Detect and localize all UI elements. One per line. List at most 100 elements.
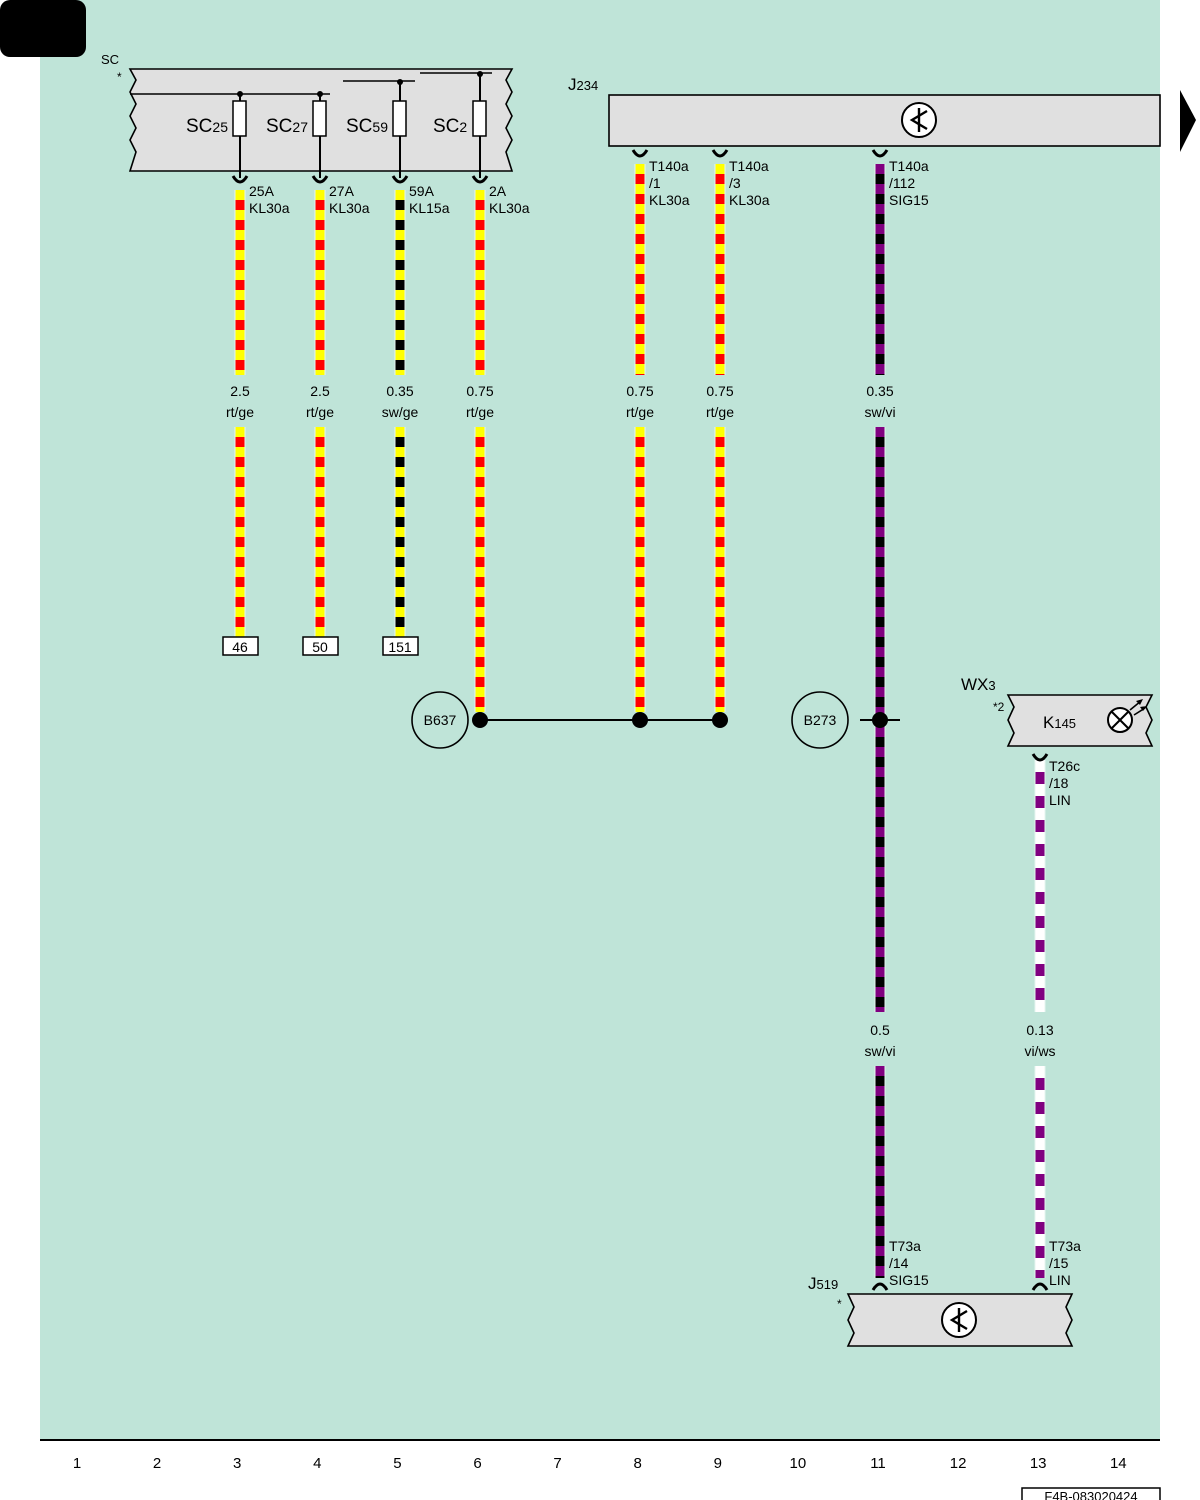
wire-size: 0.5 [870,1022,890,1038]
connector-pin-icon [871,149,889,158]
splice-b637-ring [411,691,469,749]
connector-pin-icon [391,175,409,184]
wire-color: rt/ge [226,404,254,420]
pin-label: T140a [729,158,769,174]
wire-size: 0.35 [866,383,893,399]
connector-pin-icon [631,149,649,158]
wire-size: 2.5 [310,383,330,399]
wire-color: sw/ge [382,404,419,420]
wire-size: 0.75 [706,383,733,399]
fuse-sc25-label: SC25 [186,116,228,137]
pin-terminal: KL30a [249,200,290,216]
fuse-sc25: SC25 [186,91,247,178]
wx3-note: *2 [993,700,1005,714]
column-number: 11 [870,1455,886,1472]
j519-airbag-icon [941,1302,977,1338]
column-number: 1 [73,1455,81,1472]
pin-number: /18 [1049,775,1069,791]
k145-label: K145 [1043,713,1076,732]
doc-id: F4B-083020424 [1044,1489,1137,1500]
pin-label: T140a [889,158,929,174]
column-number: 7 [553,1455,561,1472]
wire-color: rt/ge [626,404,654,420]
reference-boxes: 46 50 151 [222,636,419,656]
wire-size: 0.13 [1026,1022,1053,1038]
doc-id-box [1021,1487,1161,1500]
j519-note: * [837,1297,842,1311]
splice-node [632,712,648,728]
pin-label: T73a [889,1238,921,1254]
j234-pin-labels: T140a /1 KL30a T140a /3 KL30a T140a /112… [649,158,929,208]
fuse-pin-labels: 25A KL30a 27A KL30a 59A KL15a 2A KL30a [249,183,530,216]
splice-node [872,712,888,728]
pin-terminal: SIG15 [889,192,929,208]
connector-pins [231,149,1049,1291]
j234-airbag-icon [901,102,937,138]
connector-pin-icon [231,175,249,184]
pin-label: 27A [329,183,355,199]
connector-pin-icon [871,1282,889,1291]
column-number: 4 [313,1455,321,1472]
wire-color: vi/ws [1024,1043,1055,1059]
j519-label: J519 [808,1274,838,1293]
pin-terminal: KL30a [329,200,370,216]
pin-number: /14 [889,1255,909,1271]
wire-size: 0.75 [626,383,653,399]
pin-terminal: KL30a [489,200,530,216]
wire-size: 2.5 [230,383,250,399]
pin-terminal: KL30a [729,192,770,208]
sc-label: SC [101,52,119,67]
fuse-sc27: SC27 [266,91,327,178]
warning-lamp-icon [1107,699,1147,733]
connector-pin-icon [311,175,329,184]
fuse-sc59-label: SC59 [346,116,388,137]
splice-b637-label: B637 [424,712,457,728]
pin-label: 25A [249,183,275,199]
wire-color: rt/ge [706,404,734,420]
pin-label: 59A [409,183,435,199]
wire-color: sw/vi [864,404,895,420]
sc-note: * [117,70,122,84]
splice-node [472,712,488,728]
pin-label: 2A [489,183,507,199]
connector-pin-icon [1031,1282,1049,1291]
continuation-arrow-icon [1180,90,1196,152]
page-tab [0,0,86,57]
j234-label: J234 [568,75,598,94]
pin-label: T140a [649,158,689,174]
fuse-sc59: SC59 [346,79,407,178]
wire-size: 0.75 [466,383,493,399]
ref-box-46: 46 [232,639,248,655]
pin-terminal: SIG15 [889,1272,929,1288]
column-number: 10 [790,1455,807,1472]
j519-pin-labels: T73a /14 SIG15 T73a /15 LIN [889,1238,1081,1288]
connector-pin-icon [1031,753,1049,762]
column-number: 6 [473,1455,481,1472]
fuse-sc2: SC2 [433,71,487,178]
ref-box-50: 50 [312,639,328,655]
wire-size: 0.35 [386,383,413,399]
pin-label: T73a [1049,1238,1081,1254]
pin-number: /3 [729,175,741,191]
pin-number: /112 [889,175,915,191]
k145-pin-labels: T26c /18 LIN [1049,758,1080,808]
pin-terminal: KL15a [409,200,450,216]
splice-b273-ring [791,691,849,749]
wx3-label: WX3 [961,675,996,694]
pin-terminal: KL30a [649,192,690,208]
sc-fuses: SC25 SC27 SC59 SC2 [186,71,487,178]
column-number: 9 [714,1455,722,1472]
ref-box-151: 151 [388,639,412,655]
column-number: 12 [950,1455,967,1472]
pin-number: /1 [649,175,661,191]
connector-pin-icon [471,175,489,184]
wire-color: rt/ge [306,404,334,420]
column-number: 5 [393,1455,401,1472]
pin-terminal: LIN [1049,1272,1071,1288]
splice-node [712,712,728,728]
wire-color: rt/ge [466,404,494,420]
connector-pin-icon [711,149,729,158]
wire-color: sw/vi [864,1043,895,1059]
